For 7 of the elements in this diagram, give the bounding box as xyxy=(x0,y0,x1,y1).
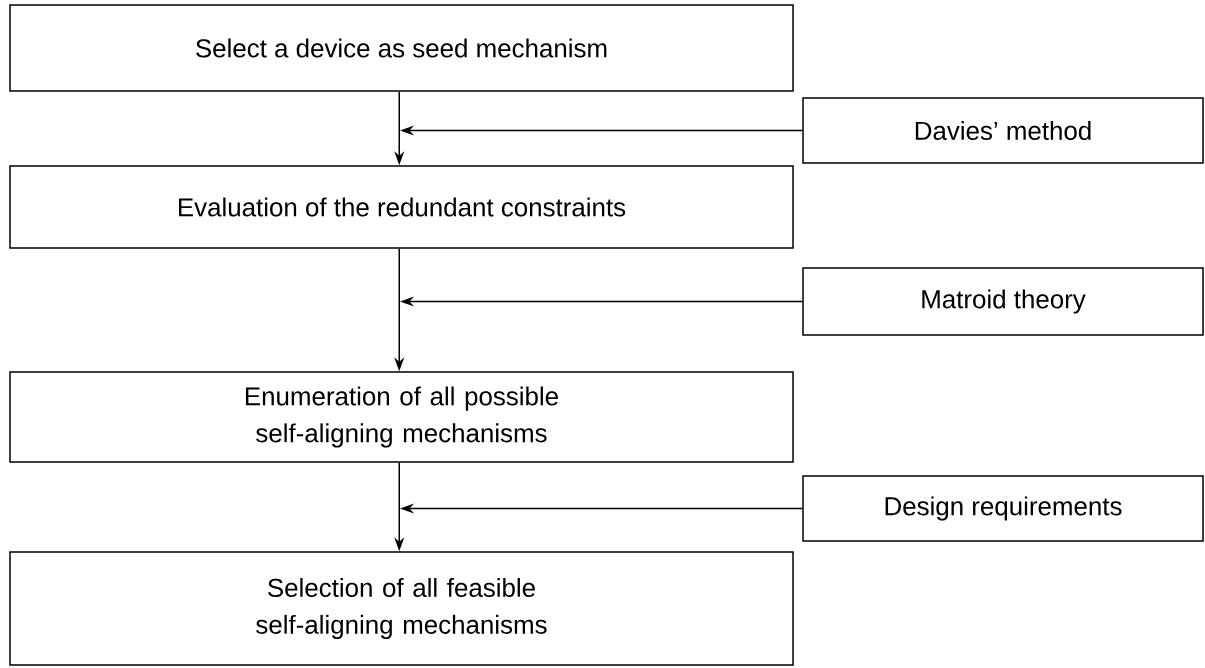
input-box: Design requirements xyxy=(802,475,1204,542)
process-box: Selection of all feasible self-aligning mechanisms xyxy=(9,551,794,666)
input-box: Matroid theory xyxy=(802,267,1204,336)
process-box: Evaluation of the redundant constraints xyxy=(9,165,794,249)
input-box: Davies’ method xyxy=(802,97,1204,164)
process-box: Enumeration of all possible self-aligning mechanisms xyxy=(9,371,794,463)
process-box: Select a device as seed mechanism xyxy=(9,4,794,92)
